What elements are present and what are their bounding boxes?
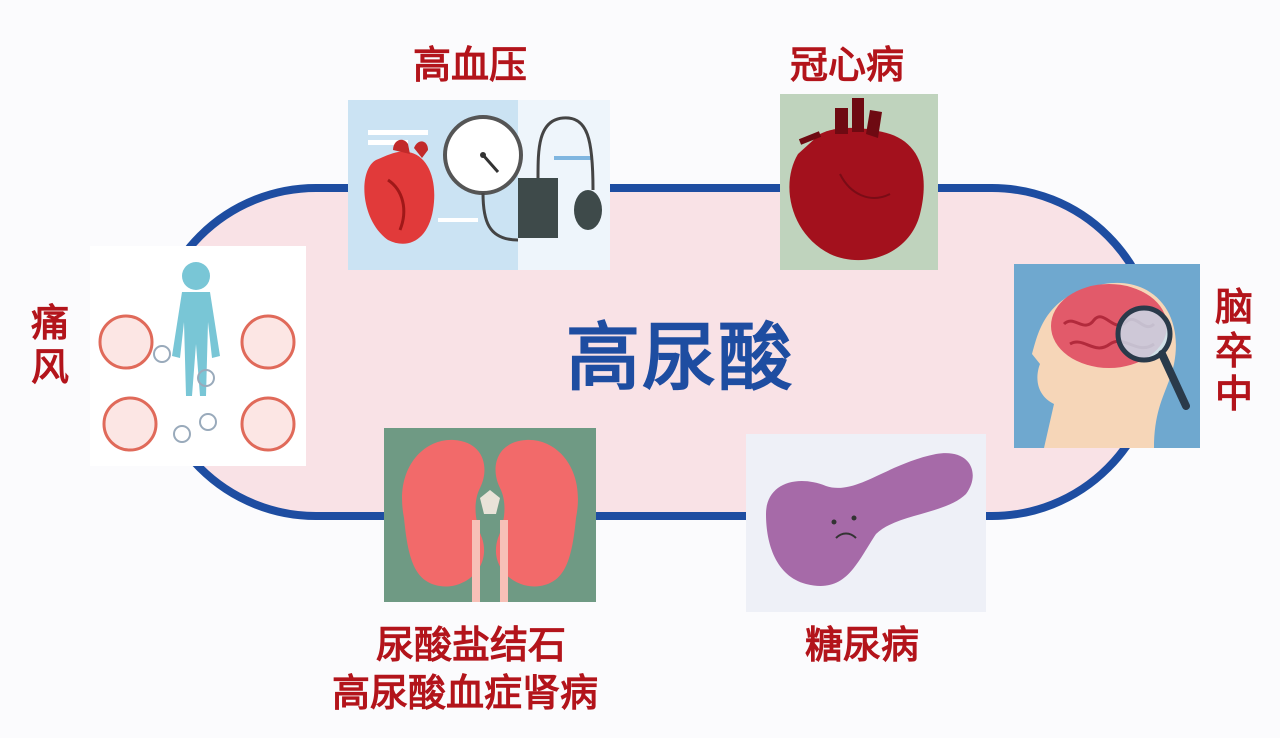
diabetes-image <box>746 434 986 612</box>
knee-joint-icon <box>240 314 296 370</box>
hypertension-label: 高血压 <box>413 43 528 87</box>
right-kidney-icon <box>495 439 578 587</box>
heart-icon <box>364 139 435 244</box>
left-kidney-icon <box>402 439 485 587</box>
heart-illustration <box>789 98 924 261</box>
coronary-image <box>780 94 938 270</box>
blood-pressure-illustration <box>364 100 610 270</box>
kidney-label-line2: 高尿酸血症肾病 <box>332 671 599 715</box>
brain-head-illustration <box>1032 282 1190 448</box>
gout-image <box>90 246 306 466</box>
hand-joint-icon <box>98 314 154 370</box>
hypertension-image <box>348 100 610 270</box>
kidney-image <box>384 428 596 602</box>
kidney-illustration <box>402 439 578 602</box>
body-joints-illustration <box>98 262 296 452</box>
pancreas-illustration <box>766 453 973 586</box>
gout-label: 痛风 <box>30 301 69 389</box>
hyperuricemia-ring <box>148 184 1160 520</box>
gauge-icon <box>443 115 523 195</box>
human-figure-icon <box>172 262 220 396</box>
kidney-label-line1: 尿酸盐结石 <box>376 623 567 667</box>
cuff-icon <box>518 116 602 238</box>
ankle-joint-icon <box>102 396 158 452</box>
coronary-label: 冠心病 <box>790 43 905 87</box>
stroke-label: 脑卒中 <box>1214 285 1253 417</box>
magnifier-icon <box>1115 305 1190 410</box>
center-title: 高尿酸 <box>566 315 794 401</box>
stroke-image <box>1014 264 1200 448</box>
diabetes-label: 糖尿病 <box>805 623 920 667</box>
foot-joint-icon <box>240 396 296 452</box>
